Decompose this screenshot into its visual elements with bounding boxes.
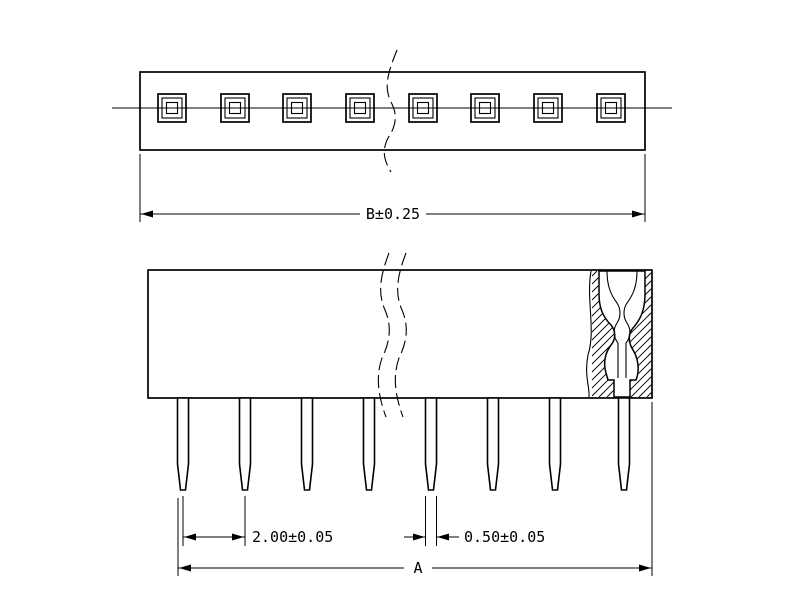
socket-hole <box>228 101 242 115</box>
arrowhead <box>437 533 449 541</box>
socket-chamfer <box>286 97 308 119</box>
socket-outer <box>596 93 626 123</box>
socket <box>470 93 500 123</box>
socket-chamfer <box>224 97 246 119</box>
hatch-line <box>638 383 653 398</box>
dimension-pin-width: 0.50±0.05 <box>404 496 545 546</box>
arrowhead <box>632 210 644 218</box>
pin <box>424 397 438 491</box>
socket-chamfer <box>537 97 559 119</box>
socket <box>220 93 250 123</box>
socket <box>533 93 563 123</box>
section-boundary <box>586 270 592 398</box>
dimension-b: B±0.25 <box>139 154 646 223</box>
socket <box>157 93 187 123</box>
socket <box>345 93 375 123</box>
contact-spring-left <box>606 270 621 344</box>
socket-hole <box>416 101 430 115</box>
dim-pitch-label: 2.00±0.05 <box>252 528 333 546</box>
hatch-line <box>646 391 653 398</box>
pin <box>176 397 190 491</box>
socket-outer <box>533 93 563 123</box>
dimension-pitch: 2.00±0.05 <box>182 496 333 546</box>
break-line <box>394 252 407 418</box>
socket-outer <box>220 93 250 123</box>
socket <box>596 93 626 123</box>
pin <box>238 397 252 491</box>
pin <box>486 397 500 491</box>
socket-hole <box>604 101 618 115</box>
hatch-line <box>591 270 598 277</box>
contact-stem <box>617 343 627 378</box>
side-view-body <box>147 269 653 399</box>
top-view-body <box>139 71 646 151</box>
socket-chamfer <box>474 97 496 119</box>
arrowhead <box>184 533 196 541</box>
socket-chamfer <box>600 97 622 119</box>
contact-spring-right <box>623 270 638 344</box>
socket <box>282 93 312 123</box>
dimension-a: A <box>177 402 653 577</box>
dim-a-label: A <box>413 559 422 577</box>
arrowhead <box>179 564 191 572</box>
socket-outer <box>470 93 500 123</box>
socket <box>408 93 438 123</box>
arrowhead <box>141 210 153 218</box>
pin <box>617 397 631 491</box>
break-line <box>383 49 398 173</box>
socket-outer <box>408 93 438 123</box>
socket-hole <box>541 101 555 115</box>
socket-hole <box>290 101 304 115</box>
pin <box>300 397 314 491</box>
socket-hole <box>165 101 179 115</box>
arrowhead <box>413 533 425 541</box>
socket-outer <box>282 93 312 123</box>
contact-cavity <box>598 270 646 398</box>
socket-hole <box>353 101 367 115</box>
socket-chamfer <box>161 97 183 119</box>
side-view <box>147 252 653 491</box>
socket-outer <box>157 93 187 123</box>
pin <box>362 397 376 491</box>
dim-pin-width-label: 0.50±0.05 <box>464 528 545 546</box>
arrowhead <box>232 533 244 541</box>
break-line <box>377 252 390 418</box>
top-view <box>112 49 672 173</box>
dim-b-label: B±0.25 <box>366 205 420 223</box>
socket-outer <box>345 93 375 123</box>
hatch-line <box>630 375 653 398</box>
arrowhead <box>639 564 651 572</box>
socket-chamfer <box>412 97 434 119</box>
socket-chamfer <box>349 97 371 119</box>
pin <box>548 397 562 491</box>
socket-hole <box>478 101 492 115</box>
